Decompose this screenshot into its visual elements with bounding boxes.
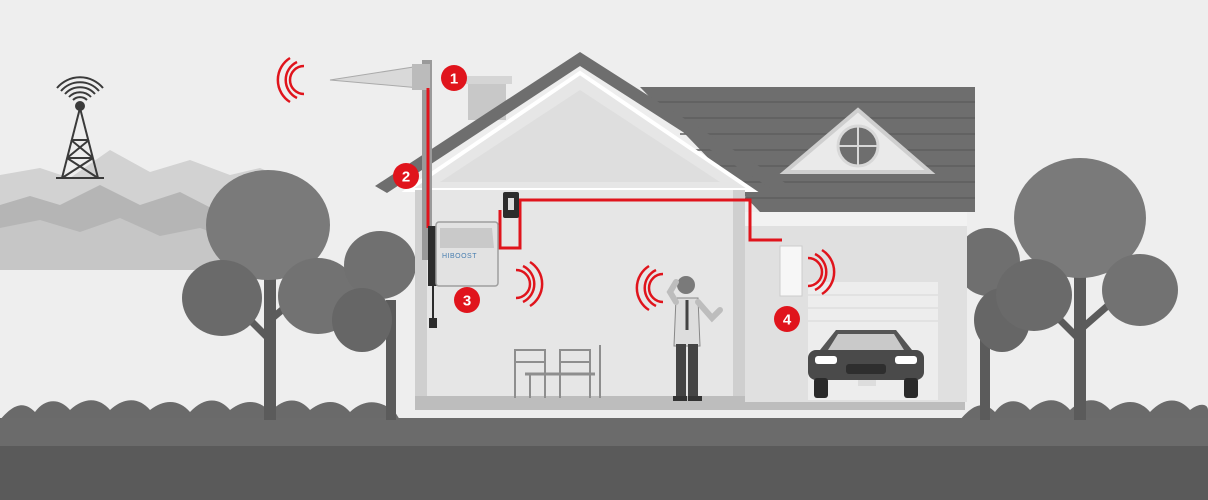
svg-text:2: 2 [402, 169, 410, 186]
tree-right-large [996, 158, 1178, 420]
svg-text:4: 4 [783, 312, 792, 329]
ground [0, 400, 1208, 500]
table-chairs-icon [514, 345, 601, 398]
marker-4: 4 [774, 306, 800, 332]
cell-tower-icon [56, 76, 104, 179]
marker-1: 1 [441, 65, 467, 91]
svg-text:3: 3 [463, 293, 471, 310]
booster-logo: HIBOOST [442, 253, 477, 260]
marker-3: 3 [454, 287, 480, 313]
signal-wave-icon [276, 56, 836, 312]
svg-text:1: 1 [450, 71, 458, 88]
coax-cable [426, 88, 782, 250]
garage-roof [640, 87, 975, 212]
car-icon [808, 330, 924, 398]
inside-antenna-icon [779, 245, 803, 297]
booster-unit-icon: HIBOOST [428, 221, 499, 328]
power-supply-icon [503, 192, 519, 218]
person-icon [666, 276, 723, 401]
marker-2: 2 [393, 163, 419, 189]
tree-left-small [332, 231, 416, 420]
